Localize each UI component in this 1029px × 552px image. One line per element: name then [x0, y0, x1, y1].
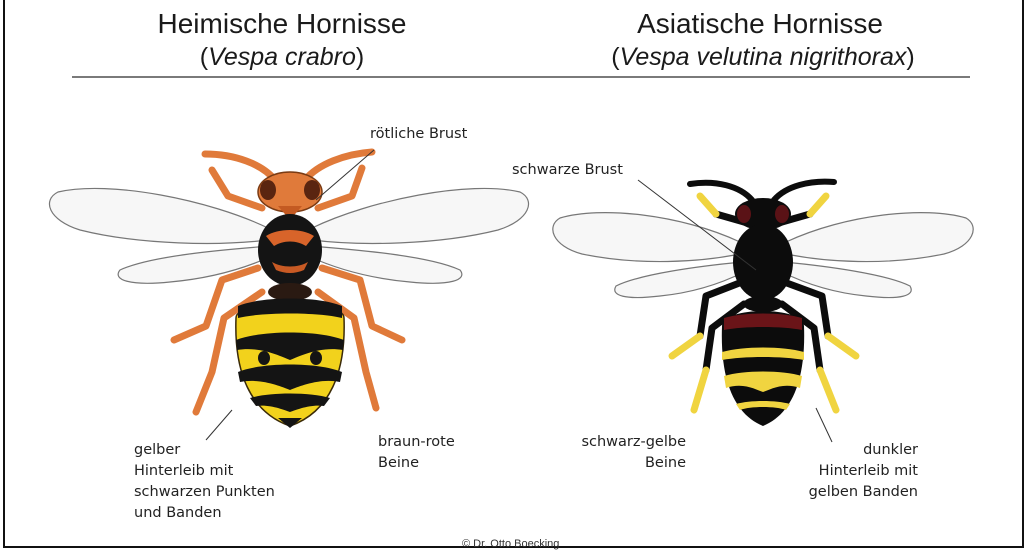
asian-hornet-icon [553, 182, 973, 426]
label-dark-abdomen: dunkler Hinterleib mit gelben Banden [766, 440, 918, 503]
european-hornet-icon [49, 152, 528, 428]
label-reddish-chest: rötliche Brust [370, 124, 467, 145]
label-black-chest: schwarze Brust [512, 160, 623, 181]
label-black-yellow-legs: schwarz-gelbe Beine [544, 432, 686, 474]
label-brown-red-legs: braun-rote Beine [378, 432, 455, 474]
copyright-credit: © Dr. Otto Boecking [462, 538, 559, 550]
label-yellow-abdomen: gelber Hinterleib mit schwarzen Punkten … [134, 440, 275, 524]
